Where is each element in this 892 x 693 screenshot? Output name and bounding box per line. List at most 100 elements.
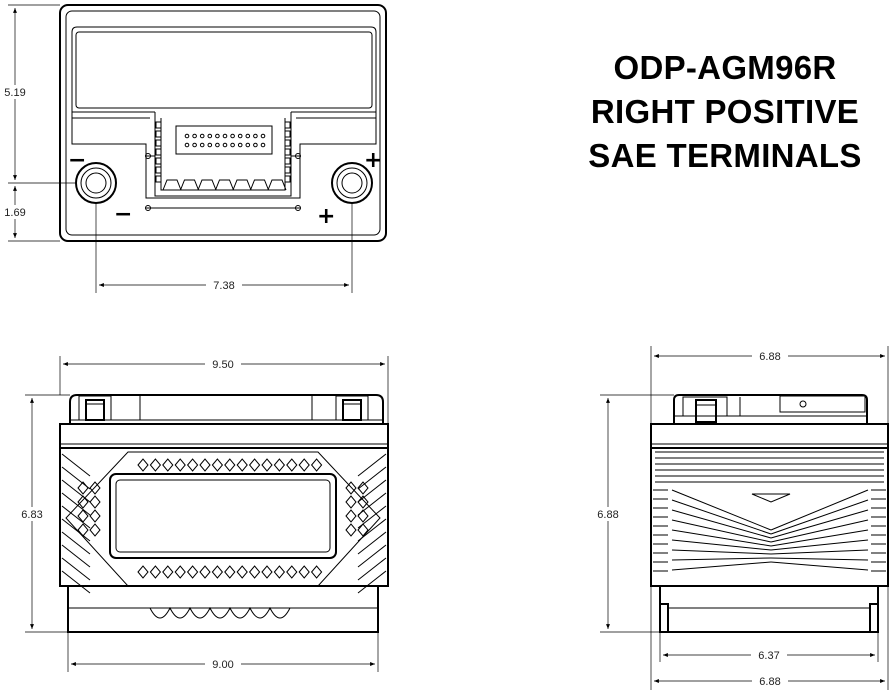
rib-line [61, 518, 91, 542]
side-diagonal [671, 557, 772, 561]
side-vent-cap [779, 395, 866, 413]
diamond-mark [149, 458, 162, 472]
vent-plate [175, 125, 273, 155]
diamond-mark [357, 523, 369, 537]
diamond-mark [137, 458, 149, 472]
dim-label-6-83: 6.83 [21, 509, 42, 521]
rib-line [357, 479, 387, 503]
vent-hole [230, 133, 235, 139]
vent-hole [192, 142, 197, 148]
dim-label-9-00: 9.00 [212, 659, 233, 671]
side-diagonal [671, 561, 772, 571]
side-diagonal [671, 519, 772, 543]
diamond-mark [211, 565, 224, 579]
diamond-mark [273, 458, 286, 472]
handle-tooth [267, 179, 287, 191]
diamond-mark [174, 458, 186, 472]
diamond-mark [357, 495, 369, 509]
front-positive-post [335, 395, 369, 421]
handle-rung-left [155, 121, 162, 129]
diamond-mark [162, 565, 174, 579]
vent-hole [184, 133, 190, 139]
diamond-mark [162, 458, 174, 472]
vent-hole [207, 142, 213, 148]
rib-line [357, 492, 387, 516]
diamond-mark [248, 458, 261, 472]
diamond-mark [261, 565, 273, 579]
dim-label-1-69: 1.69 [4, 207, 25, 219]
front-diamond-pattern [77, 458, 369, 579]
terminal-type-title: SAE TERMINALS [588, 137, 862, 174]
handle-tooth [180, 179, 199, 191]
side-diagonal [770, 499, 869, 535]
diamond-mark [273, 565, 286, 579]
vent-hole [215, 133, 220, 139]
front-label-panel [109, 473, 337, 559]
diamond-mark [186, 458, 199, 472]
diamond-mark [199, 458, 211, 472]
vent-hole [215, 142, 220, 148]
side-case-body [650, 447, 889, 587]
vent-hole [245, 142, 251, 148]
dim-label-5-19: 5.19 [4, 87, 25, 99]
side-diagonal [770, 519, 869, 543]
diamond-mark [199, 565, 211, 579]
vent-hole [253, 142, 258, 148]
dim-label-7-38: 7.38 [213, 280, 234, 292]
rib-line [61, 505, 91, 529]
dim-label-6-37: 6.37 [758, 650, 779, 662]
vent-hole [237, 133, 243, 139]
negative-sign-top: − [68, 148, 86, 173]
vent-hole [199, 142, 205, 148]
vent-hole [222, 133, 228, 139]
side-diagonal [770, 509, 869, 539]
handle-tooth [250, 179, 269, 191]
rib-line [357, 544, 387, 568]
handle-rung-left [155, 130, 162, 138]
diamond-mark [174, 565, 186, 579]
side-diagonal [671, 539, 772, 551]
side-diagonal [770, 539, 869, 551]
handle-side-rungs [155, 121, 291, 183]
vent-hole [260, 133, 266, 139]
side-diagonal [770, 529, 869, 547]
label-area [75, 31, 373, 109]
diamond-mark [89, 495, 101, 509]
top-view: − + − + 5.19 1.69 7.38 [2, 4, 387, 293]
diamond-mark [236, 458, 248, 472]
diamond-mark [236, 565, 248, 579]
vent-hole [230, 142, 235, 148]
diamond-mark [286, 565, 298, 579]
side-view: 6.88 6.88 6.37 6.88 [594, 346, 889, 690]
handle-rung-right [284, 148, 291, 156]
diamond-mark [89, 481, 101, 495]
handle-rung-left [155, 148, 162, 156]
diamond-mark [77, 509, 89, 523]
diamond-mark [211, 458, 224, 472]
diamond-mark [345, 495, 357, 509]
side-diagonal [671, 499, 772, 535]
front-view: 9.50 6.83 9.00 [18, 356, 389, 672]
vent-holes [184, 133, 266, 148]
title-block: ODP-AGM96R RIGHT POSITIVE SAE TERMINALS [570, 46, 880, 178]
side-diagonal [770, 549, 869, 555]
top-view-inner-rim [65, 10, 381, 236]
dim-label-6-88-top: 6.88 [759, 351, 780, 363]
handle-rung-right [284, 157, 291, 165]
side-diagonal [770, 561, 869, 571]
diamond-mark [310, 458, 323, 472]
handle-tooth [232, 179, 252, 191]
vent-hole [253, 133, 258, 139]
handle-rung-left [155, 157, 162, 165]
front-case-base [67, 586, 379, 633]
handle-tooth [162, 179, 182, 191]
side-horizontal-ribs [653, 451, 886, 572]
vent-hole [192, 133, 197, 139]
diamond-mark [137, 565, 149, 579]
model-title: ODP-AGM96R [613, 49, 837, 86]
diamond-mark [298, 458, 310, 472]
rib-line [357, 570, 387, 594]
dim-label-9-50: 9.50 [212, 359, 233, 371]
diamond-mark [77, 495, 89, 509]
